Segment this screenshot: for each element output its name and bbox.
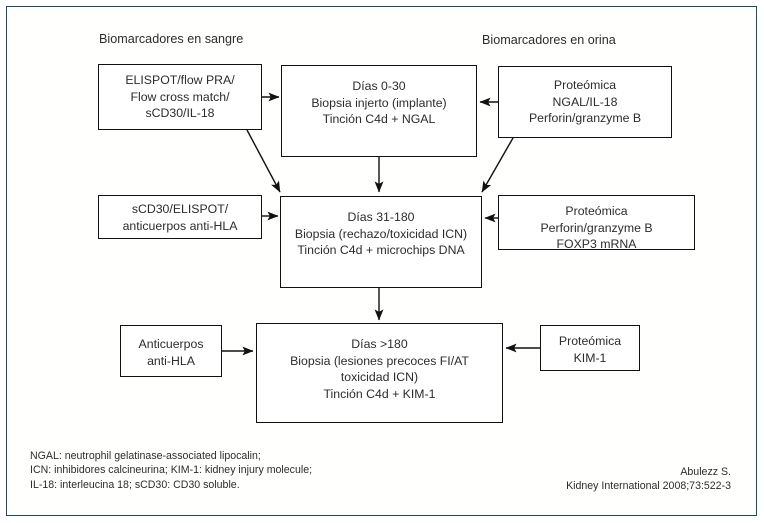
node-line: Proteómica: [553, 78, 617, 92]
node-line: Anticuerpos: [138, 337, 204, 351]
footnote-line-3: IL-18: interleucina 18; sCD30: CD30 solu…: [30, 478, 240, 491]
node-line: sCD30/ELISPOT/: [131, 202, 229, 216]
node-line: Biopsia injerto (implante): [311, 95, 447, 110]
node-line: anticuerpos anti-HLA: [122, 218, 238, 233]
node-stage-days-31-180[interactable]: Días 31-180 Biopsia (rechazo/toxicidad I…: [280, 196, 482, 288]
footnote-line-2: ICN: inhibidores calcineurina; KIM-1: ki…: [30, 464, 313, 477]
node-line: Perforin/granzyme B: [528, 111, 642, 125]
header-blood-biomarkers: Biomarcadores en sangre: [99, 32, 244, 46]
node-line: anti-HLA: [147, 353, 195, 368]
node-urine-mid[interactable]: Proteómica Perforin/granzyme B FOXP3 mRN…: [498, 195, 695, 251]
node-line: Flow cross match/: [130, 89, 230, 104]
node-line: sCD30/IL-18: [145, 106, 215, 120]
node-line: toxicidad ICN): [340, 370, 419, 384]
node-stage-days-over-180[interactable]: Días >180 Biopsia (lesiones precoces FI/…: [256, 323, 503, 423]
figure-footnote: NGAL: neutrophil gelatinase-associated l…: [30, 449, 312, 492]
node-line: Biopsia (lesiones precoces FI/AT: [290, 353, 469, 368]
node-blood-early[interactable]: ELISPOT/flow PRA/ Flow cross match/ sCD3…: [98, 64, 262, 130]
node-line: Tinción C4d + microchips DNA: [297, 243, 465, 257]
node-line: Tinción C4d + NGAL: [322, 112, 436, 126]
node-urine-late[interactable]: Proteómica KIM-1: [540, 325, 640, 371]
node-line: Proteómica: [558, 334, 622, 348]
credit-source: Kidney International 2008;73:522-3: [566, 480, 731, 493]
header-urine-biomarkers: Biomarcadores en orina: [482, 33, 616, 47]
node-line: ELISPOT/flow PRA/: [125, 73, 235, 87]
node-blood-mid[interactable]: sCD30/ELISPOT/ anticuerpos anti-HLA: [98, 195, 262, 239]
node-blood-late[interactable]: Anticuerpos anti-HLA: [120, 325, 222, 377]
node-stage-days-0-30[interactable]: Días 0-30 Biopsia injerto (implante) Tin…: [281, 65, 477, 157]
node-line: FOXP3 mRNA: [556, 237, 637, 251]
node-line: NGAL/IL-18: [552, 94, 618, 109]
node-line: Biopsia (rechazo/toxicidad ICN): [294, 226, 468, 241]
node-urine-early[interactable]: Proteómica NGAL/IL-18 Perforin/granzyme …: [498, 66, 672, 138]
node-line: Proteómica: [565, 204, 628, 218]
node-line: Días 31-180: [347, 210, 415, 224]
figure-credit: Abulezz S. Kidney International 2008;73:…: [481, 465, 731, 494]
footnote-line-1: NGAL: neutrophil gelatinase-associated l…: [30, 450, 261, 462]
node-line: Perforin/granzyme B: [540, 220, 653, 235]
node-line: KIM-1: [573, 350, 607, 365]
node-line: Días >180: [351, 337, 408, 351]
node-line: Tinción C4d + KIM-1: [323, 386, 436, 401]
node-line: Días 0-30: [352, 79, 406, 93]
credit-author: Abulezz S.: [680, 466, 731, 478]
